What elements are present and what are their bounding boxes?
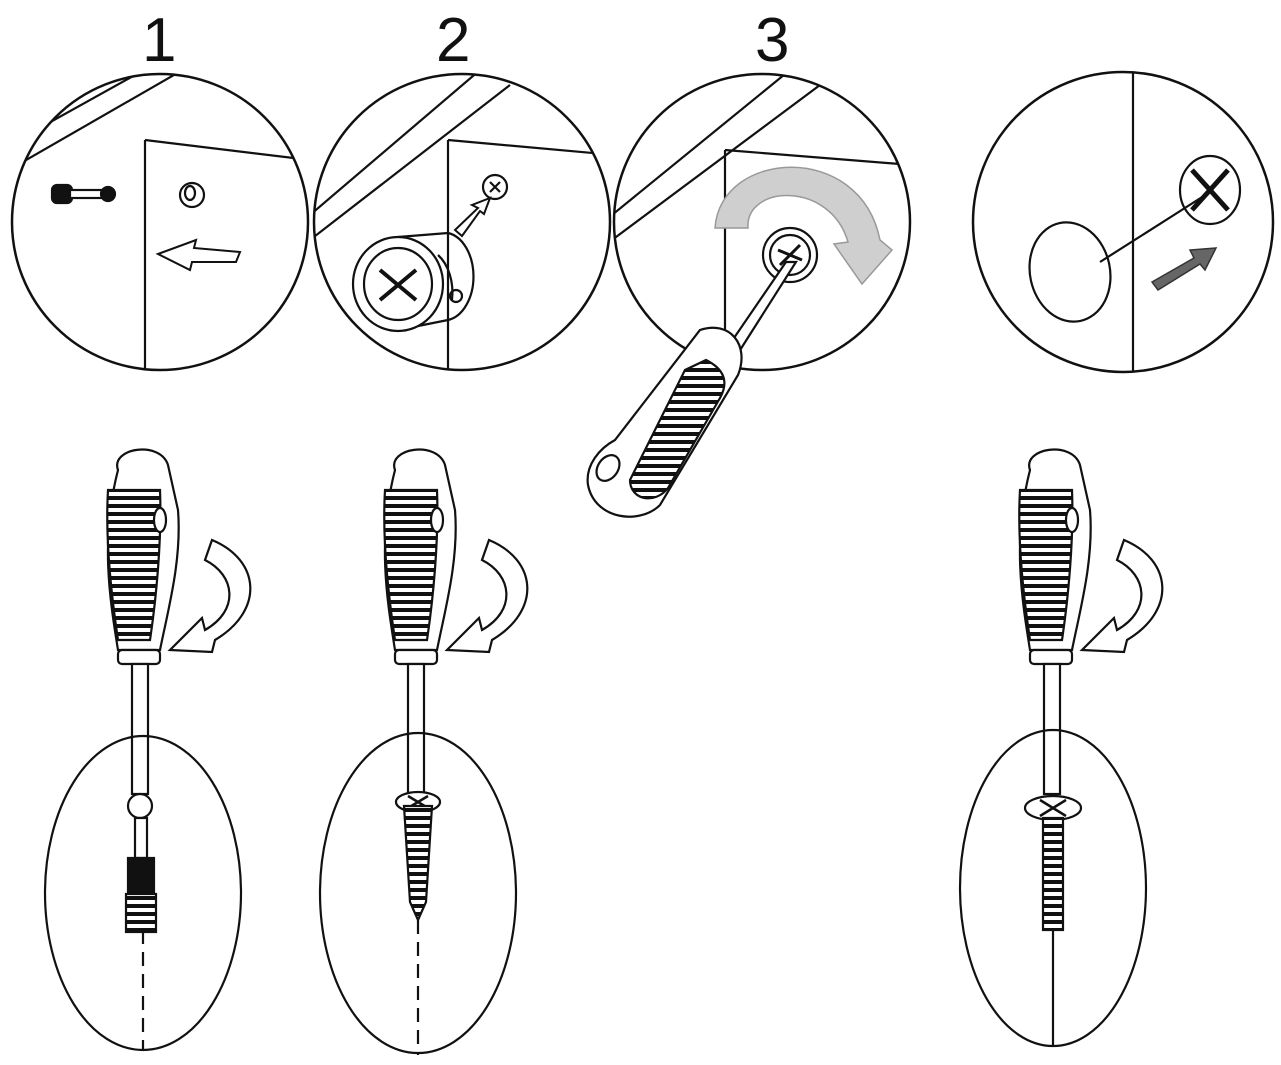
screwdriver-detail-3 bbox=[960, 450, 1162, 1046]
screwdriver-icon bbox=[588, 262, 796, 517]
rotate-arrow-icon bbox=[1082, 540, 1162, 652]
machine-screw-icon bbox=[1025, 796, 1081, 930]
screwdriver-detail-1 bbox=[45, 450, 250, 1050]
detail-cover-cap bbox=[973, 70, 1273, 380]
rotate-arrow-icon bbox=[447, 540, 527, 652]
cover-cap-icon bbox=[1020, 215, 1119, 329]
detail-step-3 bbox=[588, 70, 912, 517]
dowel-bolt-icon bbox=[52, 185, 115, 203]
detail-step-2 bbox=[310, 70, 615, 380]
dowel-bolt-icon bbox=[126, 794, 156, 932]
wood-screw-icon bbox=[396, 792, 440, 920]
detail-step-1 bbox=[0, 50, 310, 380]
insert-arrow-icon bbox=[158, 240, 240, 270]
phillips-head-icon bbox=[1180, 156, 1240, 224]
cam-lock-icon bbox=[353, 233, 473, 331]
cam-hole-icon bbox=[180, 183, 204, 207]
rotate-arrow-icon bbox=[170, 540, 250, 652]
screwdriver-detail-2 bbox=[320, 450, 527, 1055]
insert-arrow-icon bbox=[1152, 248, 1216, 290]
